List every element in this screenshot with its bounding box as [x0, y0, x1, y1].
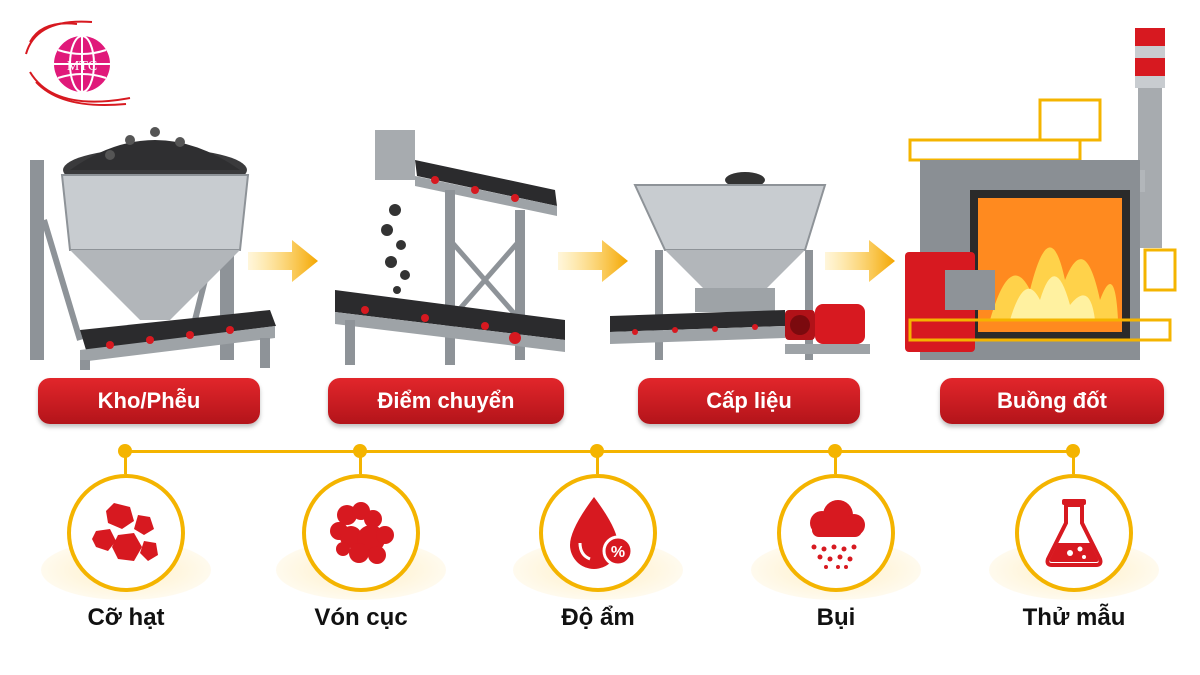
timeline-connector	[596, 452, 599, 474]
factor-circle-clumping	[302, 474, 420, 592]
factor-circle-sampling	[1015, 474, 1133, 592]
timeline-connector	[124, 452, 127, 474]
timeline-connector	[359, 452, 362, 474]
particle-size-icon	[92, 503, 158, 561]
timeline-dot	[1066, 444, 1080, 458]
stage-label-hopper: Kho/Phễu	[38, 378, 260, 424]
transfer-point-illustration	[335, 130, 565, 365]
factor-label-moisture: Độ ẩm	[561, 604, 635, 631]
flow-arrow-icon	[558, 240, 628, 282]
dust-cloud-icon	[810, 500, 865, 569]
factor-label-dust: Bụi	[816, 604, 856, 631]
flow-arrow-icon	[248, 240, 318, 282]
stage-label-transfer-point: Điểm chuyển	[328, 378, 564, 424]
factor-circle-moisture: %	[539, 474, 657, 592]
svg-text:MTC: MTC	[67, 59, 97, 74]
flow-arrow-icon	[825, 240, 895, 282]
sample-flask-icon	[1045, 499, 1103, 567]
timeline-dot	[828, 444, 842, 458]
factor-label-particle-size: Cỡ hạt	[87, 604, 165, 631]
stage-label-combustion-chamber: Buồng đốt	[940, 378, 1164, 424]
feeder-illustration	[610, 172, 870, 360]
combustion-chamber-illustration	[905, 28, 1177, 360]
factor-circle-particle-size	[67, 474, 185, 592]
svg-text:%: %	[611, 544, 625, 561]
factor-circle-dust	[777, 474, 895, 592]
clumping-icon	[330, 502, 394, 564]
timeline-dot	[118, 444, 132, 458]
mtc-logo: MTC	[25, 20, 131, 107]
timeline-connector	[1072, 452, 1075, 474]
stage-label-feeder: Cấp liệu	[638, 378, 860, 424]
factor-label-sampling: Thử mẫu	[1022, 604, 1126, 631]
timeline-connector	[834, 452, 837, 474]
timeline-dot	[353, 444, 367, 458]
hopper-storage-illustration	[30, 127, 276, 370]
moisture-drop-icon: %	[570, 497, 634, 569]
factor-label-clumping: Vón cục	[314, 604, 408, 631]
timeline-dot	[590, 444, 604, 458]
